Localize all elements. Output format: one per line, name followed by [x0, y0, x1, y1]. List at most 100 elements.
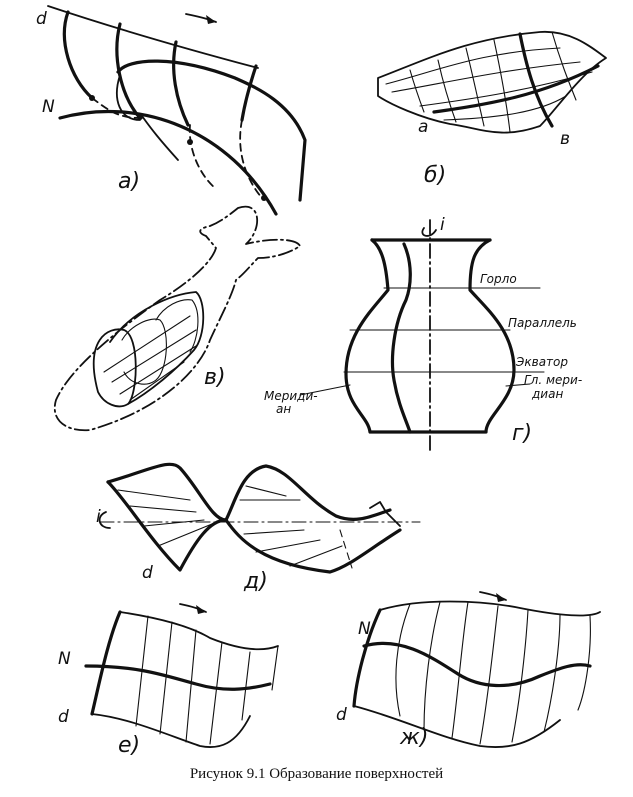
- panel-g-gl-meridian-leader: [505, 383, 531, 387]
- panel-b-grid-u-bold: [432, 64, 600, 114]
- panel-a-point-2: [137, 114, 143, 120]
- panel-g-caption: г): [512, 421, 532, 446]
- panel-zh-gen-2: [423, 601, 441, 731]
- panel-zh-gen-6: [543, 613, 561, 733]
- panel-e-gen-6: [271, 645, 279, 691]
- panel-a-hidden-curve-2: [239, 119, 263, 199]
- panel-zh-arrow-icon: [496, 593, 506, 602]
- panel-e-gen-2: [159, 621, 173, 735]
- panel-d-ruling-8: [255, 539, 321, 553]
- panel-b-grid-v5: [551, 31, 577, 101]
- panel-v-cylinder: [109, 291, 205, 405]
- panel-g-axis-label: i: [440, 215, 445, 235]
- panel-e-arrow-icon: [196, 605, 206, 614]
- panel-d-ruling-1: [117, 489, 191, 501]
- panel-zh-label-n: N: [358, 619, 371, 639]
- panel-e-left-edge: [90, 610, 122, 716]
- panel-g-main-meridian: [390, 242, 412, 434]
- panel-zh-directrix-n: [362, 641, 592, 688]
- panel-b-grid-u2: [391, 61, 581, 93]
- panel-b-surface-outline: [377, 31, 607, 134]
- panel-a-label-n: N: [42, 97, 55, 117]
- panel-e-gen-5: [241, 651, 251, 721]
- panel-d-bottom-helix: [106, 480, 402, 574]
- panel-zh-gen-5: [511, 609, 529, 743]
- panel-d-label-d: d: [142, 563, 153, 583]
- panel-d-ruling-3: [143, 519, 205, 527]
- panel-g: i Горло Параллель Экватор Гл. мери- диан…: [264, 215, 582, 451]
- panel-v-hatch-4: [129, 361, 185, 401]
- panel-b-grid-u4: [443, 95, 567, 121]
- panel-b-grid-v-bold: [518, 32, 554, 128]
- panel-v-hatch-2: [111, 329, 197, 383]
- panel-d-ruling-9: [289, 545, 343, 567]
- panel-zh-bottom-edge: [353, 705, 561, 749]
- panel-a-arrow-icon: [206, 15, 216, 24]
- panel-v-hatch-1: [103, 315, 191, 373]
- panel-g-gl-meridian-2: диан: [531, 387, 563, 401]
- panel-d-caption: д): [243, 569, 268, 594]
- panel-zh-gen-7: [577, 615, 591, 711]
- panel-zh: N d ж): [336, 591, 601, 750]
- panel-a-generatrix-2: [115, 22, 142, 120]
- panel-d-axis-label: i: [96, 507, 101, 527]
- panel-b-label-v: в: [560, 129, 570, 149]
- panel-v-body-outline: [53, 205, 301, 432]
- panel-a-point-3: [187, 139, 193, 145]
- panel-b-grid-v3: [465, 47, 485, 127]
- panel-e-top-edge: [119, 611, 279, 651]
- panel-g-meridian-leader: [299, 384, 351, 396]
- panel-d-top-helix: [106, 462, 392, 522]
- panel-d-axis-arrow: [98, 511, 111, 529]
- panel-d-end-cap: [369, 501, 401, 527]
- panel-v-caption: в): [204, 365, 226, 390]
- panel-g-axis-arrow: [421, 227, 437, 237]
- panel-a-label-d: d: [36, 9, 47, 29]
- panel-v-hatch-3: [119, 345, 197, 395]
- panel-a-point-4: [261, 195, 267, 201]
- panel-a: d N а): [36, 5, 307, 216]
- panel-e-bottom-edge: [91, 713, 251, 748]
- figure-caption: Рисунок 9.1 Образование поверхностей: [189, 766, 444, 782]
- panel-b-caption: б): [424, 163, 446, 188]
- panel-e-directrix-n: [84, 664, 272, 691]
- panel-a-generatrix-4: [240, 64, 258, 122]
- panel-g-vase-outline: [344, 238, 516, 434]
- panel-v-front-ring: [92, 328, 137, 408]
- panel-a-generatrix-3: [172, 40, 190, 127]
- panel-b-grid-v2: [437, 59, 457, 123]
- panel-a-hidden-curve-1: [188, 124, 216, 189]
- panel-zh-gen-1: [395, 603, 411, 717]
- panel-a-point-1: [89, 95, 95, 101]
- panel-e-label-d: d: [58, 707, 69, 727]
- panel-g-gorlo: Горло: [480, 272, 517, 286]
- panel-e-label-n: N: [58, 649, 71, 669]
- panel-b: a в б): [377, 31, 607, 188]
- panel-v-middle-ring: [121, 318, 167, 385]
- panel-d: i d д): [96, 462, 421, 594]
- panel-d-ruling-7: [243, 529, 305, 535]
- panel-a-directrix-n: [58, 109, 278, 216]
- panel-zh-left-edge: [352, 608, 382, 708]
- panel-d-ruling-2: [129, 505, 197, 513]
- panel-g-gl-meridian-1: Гл. мери-: [524, 373, 582, 387]
- panel-e: N d е): [58, 603, 279, 758]
- panel-zh-gen-4: [479, 605, 499, 745]
- panel-d-hidden-edge: [339, 529, 353, 569]
- panel-v-back-ring: [155, 299, 199, 353]
- panel-b-grid-v4: [493, 39, 511, 133]
- panel-zh-label-d: d: [336, 705, 347, 725]
- panel-a-generatrix-1: [62, 10, 94, 100]
- panel-e-caption: е): [118, 733, 140, 758]
- panel-e-gen-3: [185, 629, 197, 743]
- panel-b-grid-u1: [385, 47, 561, 85]
- panel-a-caption: а): [118, 169, 140, 194]
- panel-a-front-sheet: [116, 59, 307, 202]
- panel-d-ruling-6: [245, 485, 287, 497]
- panel-g-parallel: Параллель: [508, 316, 577, 330]
- panel-a-front-curve-1: [116, 74, 141, 121]
- panel-b-label-a: a: [418, 117, 428, 137]
- panel-a-top-edge: [47, 5, 259, 69]
- panel-g-meridian-1: Мериди-: [264, 389, 318, 403]
